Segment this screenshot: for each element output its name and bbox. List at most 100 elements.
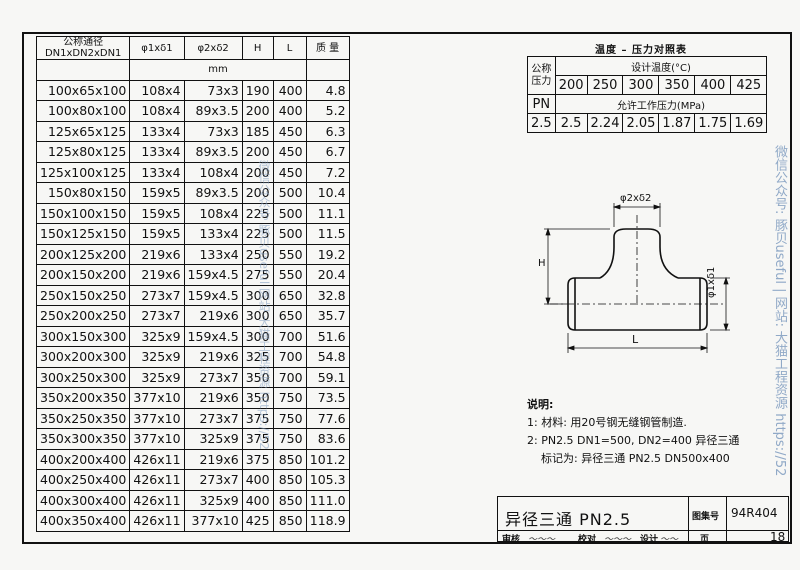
header-d2: φ2xδ2 [183, 36, 243, 60]
cell-h: 375 [241, 448, 274, 470]
note-2: 2: PN2.5 DN1=500, DN2=400 异径三通 [527, 434, 740, 447]
cell-l: 400 [272, 79, 307, 101]
temperature-cell: 425 [730, 75, 768, 95]
temperature-cell: 300 [622, 75, 660, 95]
cell-d1: 159x5 [129, 182, 185, 204]
cell-d2: 219x6 [183, 305, 243, 327]
cell-spec: 125x80x125 [35, 141, 131, 163]
watermark-center: 微信公众号 豚贝useful 网站 大猫工程资源 https://52 [257, 160, 271, 450]
drawing-frame [22, 32, 792, 544]
cell-d1: 377x10 [129, 407, 185, 429]
cell-spec: 400x300x400 [35, 489, 131, 511]
cell-d2: 273x7 [183, 366, 243, 388]
cell-spec: 200x125x200 [35, 243, 131, 265]
role-check: 校对 [578, 535, 597, 545]
cell-l: 700 [272, 366, 307, 388]
cell-weight: 7.2 [305, 161, 350, 183]
cell-h: 375 [241, 407, 274, 429]
d1-dimension-label: φ1xδ1 [706, 266, 717, 298]
cell-l: 650 [272, 305, 307, 327]
reducing-tee-diagram [544, 203, 730, 353]
cell-spec: 250x200x250 [35, 305, 131, 327]
cell-h: 350 [241, 366, 274, 388]
cell-weight: 4.8 [305, 79, 350, 101]
cell-l: 850 [272, 448, 307, 470]
cell-d2: 89x3.5 [183, 141, 243, 163]
cell-d2: 89x3.5 [183, 182, 243, 204]
cell-l: 550 [272, 243, 307, 265]
cell-l: 750 [272, 428, 307, 450]
cell-d1: 108x4 [129, 100, 185, 122]
cell-weight: 73.5 [305, 387, 350, 409]
cell-h: 185 [241, 120, 274, 142]
cell-d2: 273x7 [183, 407, 243, 429]
cell-d1: 133x4 [129, 161, 185, 183]
cell-d2: 159x4.5 [183, 264, 243, 286]
watermark-right: 微信公众号: 豚贝useful | 网站: 大猫工程资源 https://52 [772, 145, 787, 477]
cell-d2: 133x4 [183, 223, 243, 245]
page-number: 18 [770, 530, 786, 544]
cell-spec: 100x80x100 [35, 100, 131, 122]
cell-l: 700 [272, 346, 307, 368]
cell-weight: 32.8 [305, 284, 350, 306]
cell-weight: 11.1 [305, 202, 350, 224]
cell-spec: 200x150x200 [35, 264, 131, 286]
design-signature: 〜〜 [660, 535, 679, 545]
cell-l: 750 [272, 407, 307, 429]
cell-spec: 250x150x250 [35, 284, 131, 306]
cell-h: 425 [241, 510, 274, 532]
cell-d1: 108x4 [129, 79, 185, 101]
cell-spec: 350x250x350 [35, 407, 131, 429]
cell-d1: 325x9 [129, 366, 185, 388]
cell-l: 500 [272, 182, 307, 204]
cell-h: 275 [241, 264, 274, 286]
pressure-cell: 2.05 [622, 113, 660, 133]
cell-d1: 159x5 [129, 202, 185, 224]
cell-d2: 219x6 [183, 346, 243, 368]
cell-spec: 125x65x125 [35, 120, 131, 142]
atlas-number: 94R404 [731, 506, 778, 520]
cell-l: 450 [272, 161, 307, 183]
cell-d1: 377x10 [129, 387, 185, 409]
cell-d1: 426x11 [129, 448, 185, 470]
header-weight: 质 量 [305, 36, 350, 60]
temperature-cell: 400 [694, 75, 732, 95]
pressure-table-title: 温度 – 压力对照表 [595, 45, 687, 56]
cell-weight: 6.7 [305, 141, 350, 163]
cell-d2: 219x6 [183, 387, 243, 409]
cell-h: 190 [241, 79, 274, 101]
dimension-table: 公称通径 DN1xDN2xDN1 φ1xδ1 φ2xδ2 H L 质 量 mm … [35, 36, 350, 532]
cell-d1: 426x11 [129, 510, 185, 532]
pressure-cell: 1.75 [694, 113, 732, 133]
check-signature: 〜〜〜 [604, 535, 632, 545]
cell-d2: 73x3 [183, 120, 243, 142]
temperature-cell: 250 [586, 75, 624, 95]
cell-l: 400 [272, 100, 307, 122]
review-signature: 〜〜〜 [528, 535, 556, 545]
cell-spec: 150x80x150 [35, 182, 131, 204]
cell-d1: 426x11 [129, 469, 185, 491]
cell-l: 850 [272, 469, 307, 491]
pn-value: 2.5 [527, 113, 556, 133]
page-label: 页 [700, 535, 710, 545]
pressure-cell: 1.87 [658, 113, 696, 133]
header-spec: 公称通径 DN1xDN2xDN1 [35, 36, 131, 60]
cell-spec: 300x250x300 [35, 366, 131, 388]
cell-d1: 133x4 [129, 141, 185, 163]
